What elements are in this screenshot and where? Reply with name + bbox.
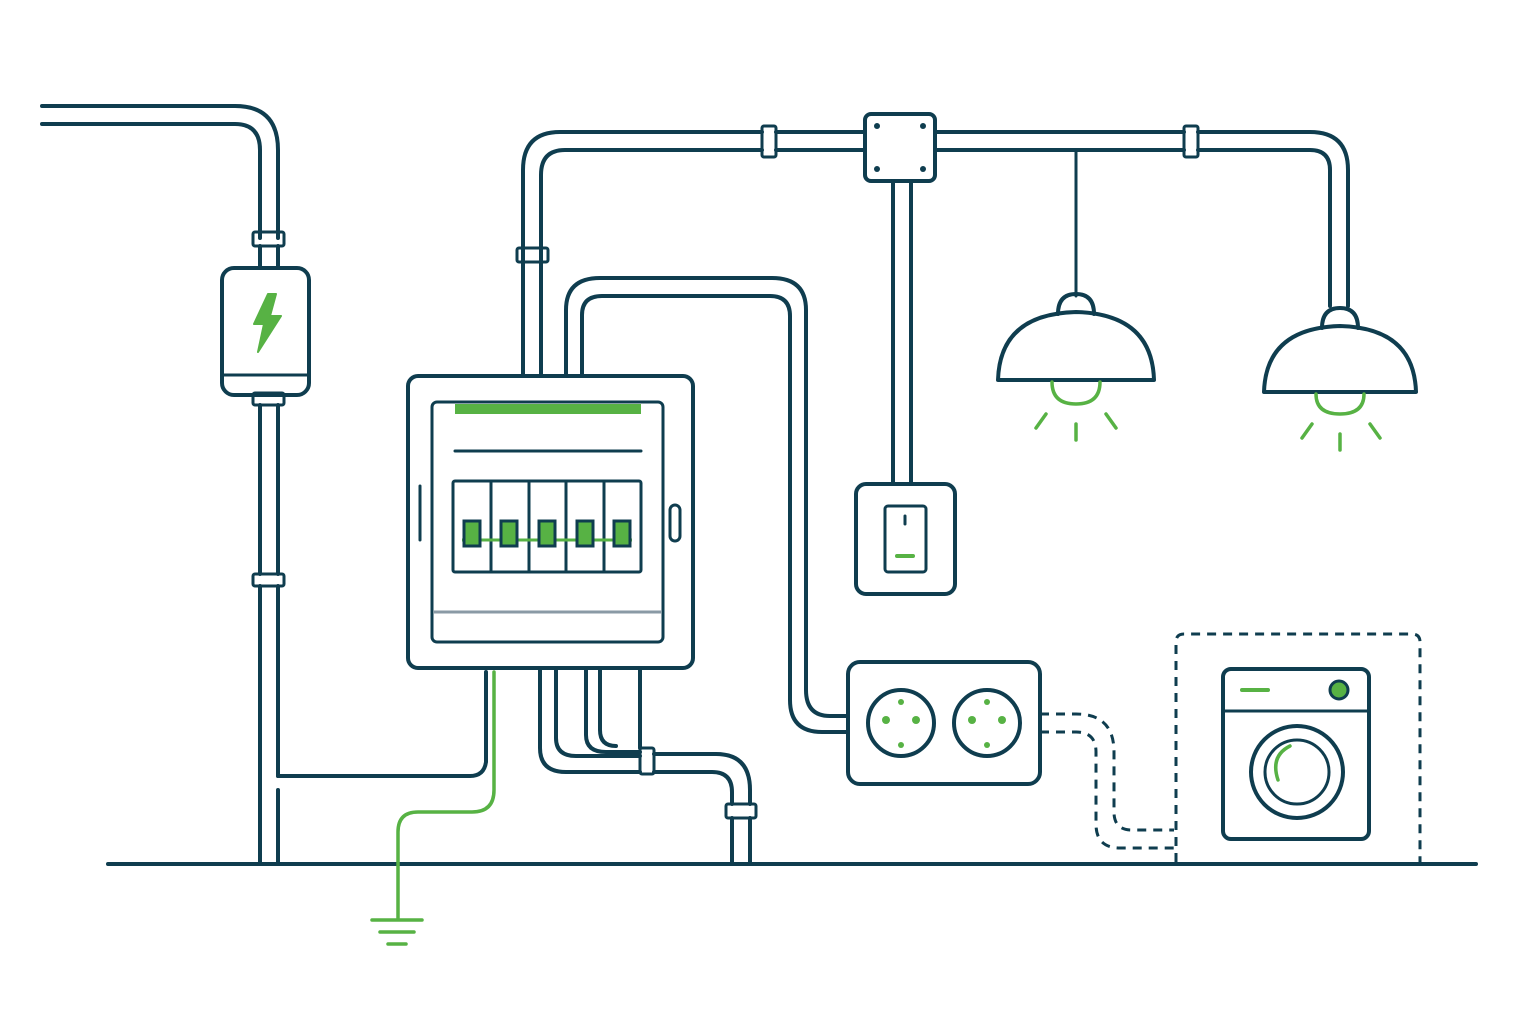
double-socket bbox=[846, 660, 1042, 786]
washing-machine bbox=[1174, 632, 1422, 862]
breaker-switch bbox=[612, 519, 632, 548]
washing-machine-icon bbox=[1221, 667, 1371, 841]
breaker-switch bbox=[499, 519, 519, 548]
lightning-icon bbox=[253, 293, 282, 353]
service-line bbox=[40, 104, 286, 270]
junction-box bbox=[863, 112, 937, 486]
pendant-lamp-icon bbox=[1262, 324, 1418, 394]
ground-connection bbox=[370, 670, 496, 946]
ground-symbol-icon bbox=[370, 918, 424, 946]
electric-meter bbox=[220, 266, 311, 397]
ceiling-lamp-left bbox=[996, 150, 1156, 442]
breaker-panel-icon bbox=[451, 479, 643, 574]
ceiling-conduit bbox=[515, 124, 1350, 376]
panel-bottom-conduit bbox=[538, 668, 758, 864]
breaker-switch bbox=[462, 519, 482, 548]
meter-conduit bbox=[251, 391, 488, 864]
power-outlet-icon bbox=[866, 688, 936, 758]
distribution-board bbox=[406, 374, 695, 670]
wall-switch bbox=[854, 482, 957, 596]
pendant-lamp-icon bbox=[996, 310, 1156, 382]
ceiling-lamp-right bbox=[1262, 306, 1418, 452]
breaker-switch bbox=[537, 519, 557, 548]
power-outlet-icon bbox=[952, 688, 1022, 758]
breaker-switch bbox=[575, 519, 595, 548]
light-switch-icon bbox=[883, 504, 928, 574]
socket-conduit bbox=[564, 276, 850, 734]
appliance-cable bbox=[1040, 712, 1174, 850]
